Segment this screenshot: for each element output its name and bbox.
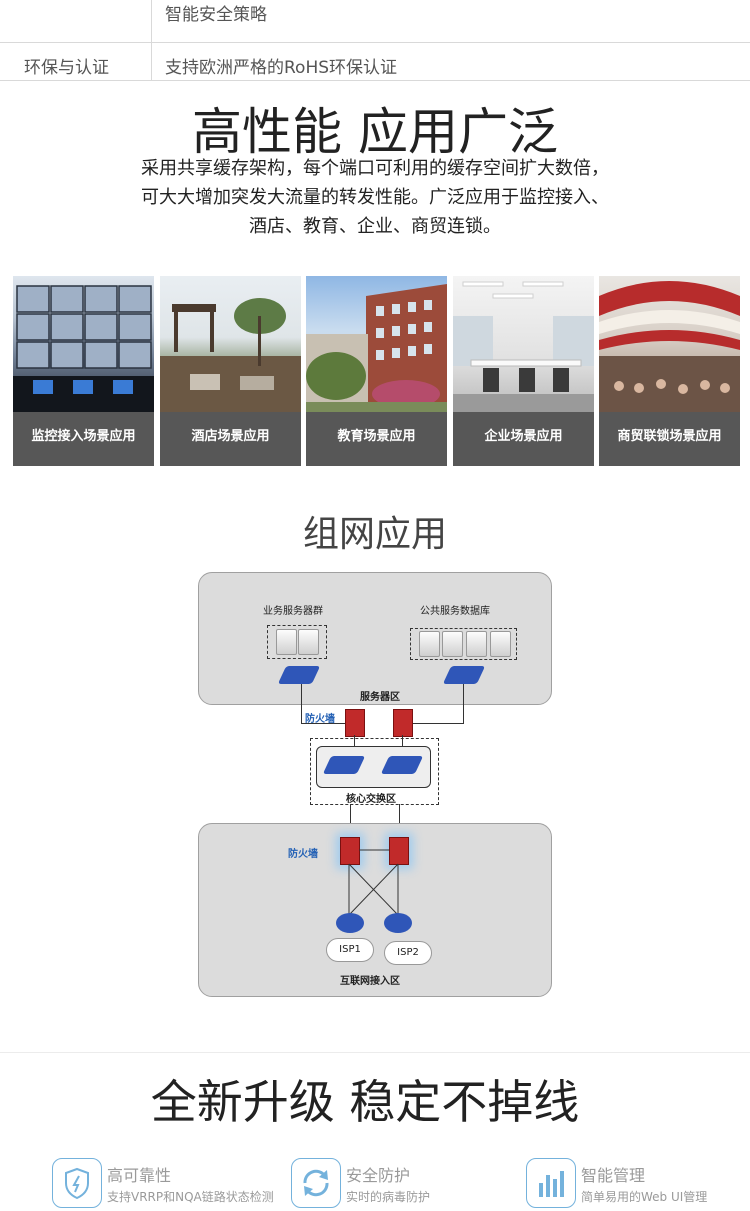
link-line [301,684,302,724]
refresh-icon [291,1158,341,1208]
scenario-caption: 企业场景应用 [453,412,594,466]
core-zone-box [310,738,439,805]
internet-zone-label: 互联网接入区 [340,976,400,987]
link-line [463,684,464,724]
database-group-label: 公共服务数据库 [420,606,490,617]
database-group-box [410,628,517,660]
isp2-cloud: ISP2 [384,941,432,965]
link-line [409,723,464,724]
server-icon [419,631,440,657]
office-image [453,276,594,412]
server-icon [466,631,487,657]
server-icon [490,631,511,657]
scenario-card-retail: 商贸联锁场景应用 [599,276,740,466]
feature-subtitle: 简单易用的Web UI管理 [581,1190,708,1204]
section-description: 采用共享缓存架构，每个端口可利用的缓存空间扩大数倍， 可大大增加突发大流量的转发… [0,154,750,241]
server-icon [276,629,297,655]
bar-chart-icon [526,1158,576,1208]
link-line [402,735,403,747]
feature-subtitle: 实时的病毒防护 [346,1190,431,1204]
shield-icon [52,1158,102,1208]
spec-value: 智能安全策略 [165,5,267,25]
link-line [301,723,347,724]
scenario-card-enterprise: 企业场景应用 [453,276,594,466]
link-line [350,804,351,834]
scenario-caption: 商贸联锁场景应用 [599,412,740,466]
shopping-mall-image [599,276,740,412]
server-icon [298,629,319,655]
core-zone-label: 核心交换区 [346,794,396,805]
cross-links [348,849,399,916]
scenario-caption: 监控接入场景应用 [13,412,154,466]
server-group-label: 业务服务器群 [263,606,323,617]
spec-divider [151,0,152,80]
internet-zone [198,823,552,997]
section-divider [0,1052,750,1053]
scenario-card-education: 教育场景应用 [306,276,447,466]
section-title-network: 组网应用 [302,514,447,555]
firewall-icon [393,709,413,737]
surveillance-room-image [13,276,154,412]
network-diagram: 业务服务器群 公共服务数据库 服务器区 防火墙 核心交换区 防火墙 ISP1 I… [195,570,555,1000]
description-line: 采用共享缓存架构，每个端口可利用的缓存空间扩大数倍， [141,158,609,179]
scenario-card-hotel: 酒店场景应用 [160,276,301,466]
section-title-performance: 高性能 应用广泛 [192,103,558,161]
feature-title: 高可靠性 [107,1166,172,1185]
description-line: 酒店、教育、企业、商贸连锁。 [249,216,501,237]
description-line: 可大大增加突发大流量的转发性能。广泛应用于监控接入、 [141,187,609,208]
spec-value: 支持欧洲严格的RoHS环保认证 [165,58,398,78]
spec-separator [0,80,750,81]
hotel-image [160,276,301,412]
school-building-image [306,276,447,412]
spec-key: 环保与认证 [24,58,109,78]
router-icon [384,913,412,933]
server-icon [442,631,463,657]
feature-subtitle: 支持VRRP和NQA链路状态检测 [107,1190,274,1204]
server-zone-label: 服务器区 [360,692,400,703]
spec-separator [0,42,750,43]
firewall-label: 防火墙 [305,714,335,725]
scenario-caption: 教育场景应用 [306,412,447,466]
feature-title: 智能管理 [581,1166,646,1185]
router-icon [336,913,364,933]
section-title-upgrade: 全新升级 稳定不掉线 [150,1075,580,1129]
firewall-icon [345,709,365,737]
feature-title: 安全防护 [346,1166,411,1185]
link-line [354,735,355,747]
scenario-card-surveillance: 监控接入场景应用 [13,276,154,466]
firewall-icon [389,837,409,865]
scenario-caption: 酒店场景应用 [160,412,301,466]
isp1-cloud: ISP1 [326,938,374,962]
server-group-box [267,625,327,659]
link-line [399,804,400,834]
firewall-label: 防火墙 [288,849,318,860]
